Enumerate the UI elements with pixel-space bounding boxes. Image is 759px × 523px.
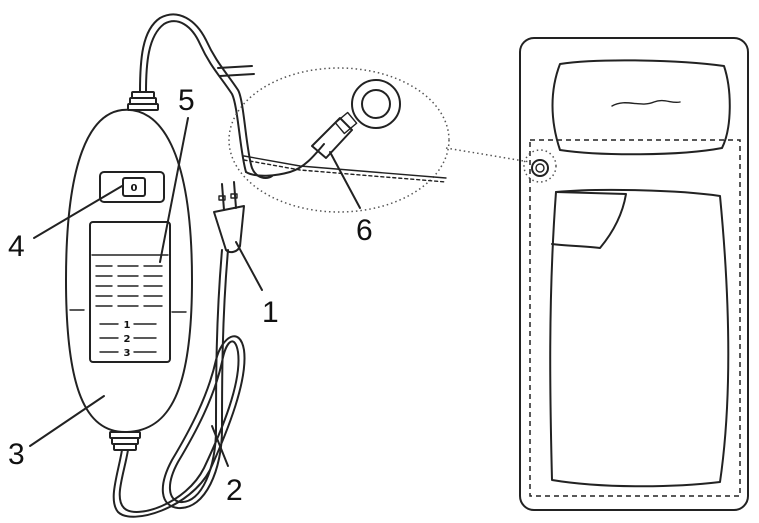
level-3-label: 3: [124, 348, 131, 359]
leader-lines: [29, 117, 361, 467]
level-2-label: 2: [124, 334, 131, 345]
leader-4: [33, 185, 123, 239]
leader-1: [235, 241, 263, 291]
controller: 0: [65, 108, 193, 433]
power-cord: [112, 249, 246, 518]
level-1-label: 1: [124, 320, 131, 331]
callout-2: 2: [226, 474, 243, 507]
connector-zoom-detail: [228, 67, 531, 213]
leader-2: [211, 425, 229, 467]
callout-6: 6: [356, 214, 373, 247]
controller-bottom-strain-relief: [109, 431, 141, 451]
level-scale-marks: [95, 265, 163, 353]
leader-5: [159, 117, 189, 263]
switch-label: 0: [131, 183, 138, 194]
heat-level-display: 1 2 3: [89, 221, 171, 363]
callout-1: 1: [262, 296, 279, 329]
callout-4: 4: [8, 230, 25, 263]
callout-5: 5: [178, 84, 195, 117]
upper-cable: [139, 13, 273, 179]
power-plug: [213, 181, 245, 254]
power-switch[interactable]: 0: [99, 171, 165, 203]
heating-pad: [519, 37, 749, 511]
controller-top-strain-relief: [127, 91, 159, 111]
leader-3: [29, 395, 105, 447]
leader-6: [329, 151, 361, 209]
callout-3: 3: [8, 438, 25, 471]
